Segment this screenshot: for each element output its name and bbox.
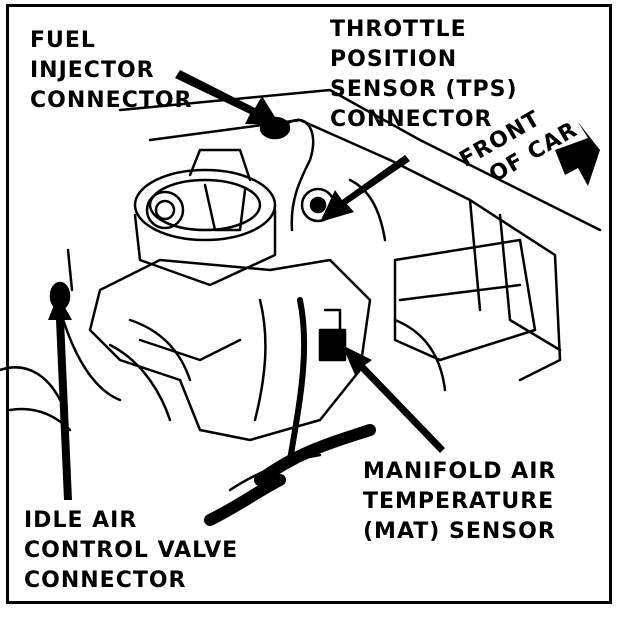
diagram-frame [6, 4, 612, 604]
tps-arrow [320, 155, 410, 222]
label-line: TEMPERATURE [363, 489, 555, 514]
intake-plenum [393, 238, 537, 362]
label-line: THROTTLE [330, 17, 467, 42]
label-line: INJECTOR [30, 58, 155, 83]
radiator-support [388, 158, 562, 382]
label-tps-connector: THROTTLE POSITION SENSOR (TPS) CONNECTOR [330, 15, 518, 135]
label-iac-connector: IDLE AIR CONTROL VALVE CONNECTOR [24, 506, 238, 596]
front-arrow-icon [555, 122, 600, 186]
mat-arrow [342, 345, 445, 453]
label-fuel-injector-connector: FUEL INJECTOR CONNECTOR [30, 26, 193, 116]
mat-sensor [318, 328, 347, 362]
fender-line [118, 88, 602, 232]
throttle-body-top [133, 168, 277, 242]
label-line: CONNECTOR [24, 568, 187, 593]
label-line: CONTROL VALVE [24, 538, 239, 563]
label-mat-sensor: MANIFOLD AIR TEMPERATURE (MAT) SENSOR [363, 457, 556, 547]
label-line: POSITION [330, 47, 458, 72]
label-line: MANIFOLD AIR [363, 459, 557, 484]
label-line: CONNECTOR [30, 88, 193, 113]
manifold-body [88, 258, 372, 442]
label-line: (MAT) SENSOR [363, 519, 556, 544]
wiring-harness [254, 424, 376, 486]
label-line: IDLE AIR [24, 508, 138, 533]
label-line: FUEL [30, 28, 96, 53]
label-line: SENSOR (TPS) [330, 77, 518, 102]
label-line: CONNECTOR [330, 107, 493, 132]
iac-arrow [48, 295, 72, 500]
fuel-injector-arrow [175, 70, 280, 125]
